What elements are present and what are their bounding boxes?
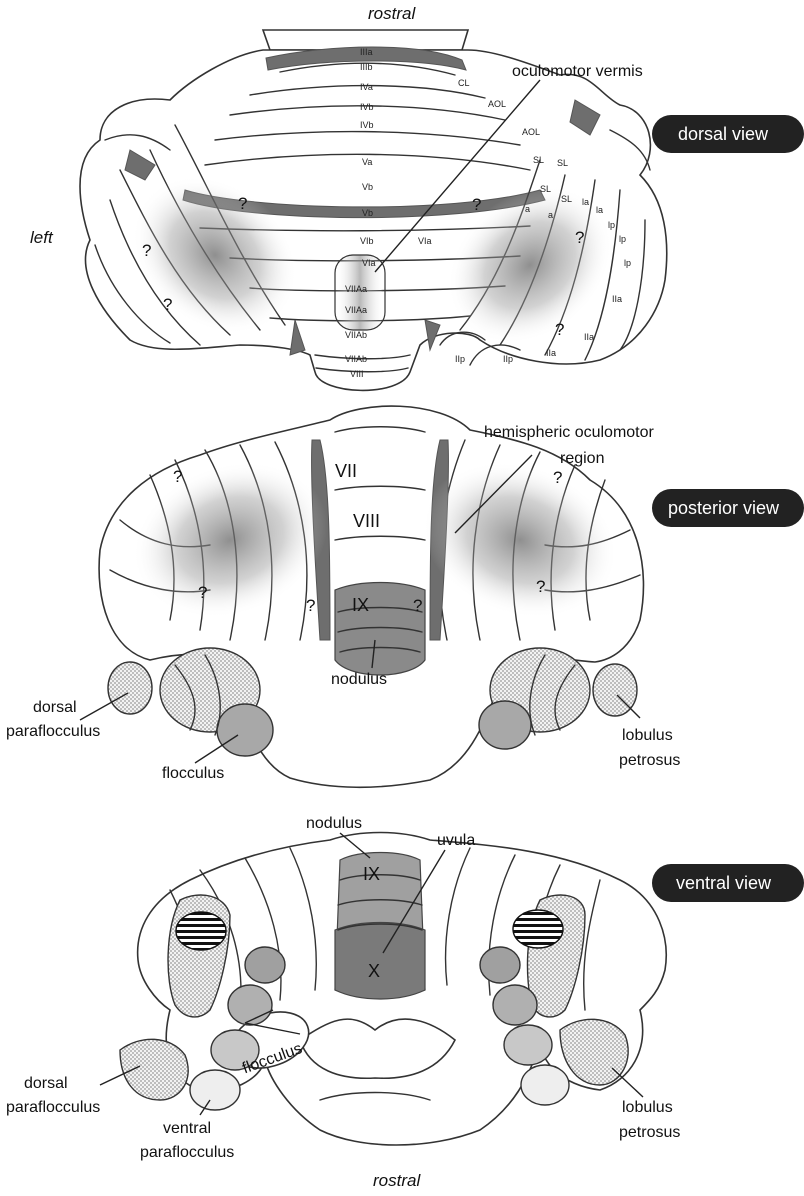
left-striped-oval: [176, 912, 226, 950]
dorsal-labels-VIIAb-1-label: VIIAb: [345, 330, 367, 340]
dorsal-labels-VIIAa-1-label: VIIAa: [345, 284, 367, 294]
posterior-labels-nodulus-label: nodulus: [331, 671, 387, 688]
posterior-labels-question-label: ?: [553, 468, 562, 487]
posterior-labels-petrosus-label: petrosus: [619, 752, 680, 769]
dorsal-labels-SL-3-label: SL: [540, 184, 551, 194]
dorsal-labels-la-2-label: la: [596, 205, 603, 215]
dorsal-labels-question-label: ?: [472, 195, 481, 214]
dorsal-labels-lp-1-label: lp: [608, 220, 615, 230]
dorsal-labels-question-label: ?: [238, 194, 247, 213]
posterior-labels-flocculus-label: flocculus: [162, 765, 224, 782]
right-striped-oval: [513, 910, 563, 948]
views-dorsal-label: dorsal view: [678, 124, 769, 144]
dorsal-labels-IIa-2-label: IIa: [584, 332, 594, 342]
dorsal-labels-AOL-2-label: AOL: [522, 127, 540, 137]
posterior-labels-question-label: ?: [413, 596, 422, 615]
dorsal-labels-IVb-2-label: IVb: [360, 120, 374, 130]
dorsal-labels-VIa-2-label: VIa: [418, 236, 432, 246]
dorsal-labels-Vb-2-label: Vb: [362, 208, 373, 218]
dorsal-labels-CL-label: CL: [458, 78, 470, 88]
ventral-labels-X-label: X: [368, 961, 380, 981]
dorsal-labels-AOL-1-label: AOL: [488, 99, 506, 109]
views-posterior-label: posterior view: [668, 498, 780, 518]
posterior-labels-question-label: ?: [306, 596, 315, 615]
ventral-labels-uvula-label: uvula: [437, 832, 475, 849]
dorsal-labels-lp-2-label: lp: [619, 234, 626, 244]
dorsal-labels-SL-4-label: SL: [561, 194, 572, 204]
posterior-view-diagram: VII VIII IX ? ? ? ? ? ? hemispheric ocul…: [6, 406, 804, 787]
dorsal-labels-VIa-1-label: VIa: [362, 258, 376, 268]
rostral-top-label: rostral: [368, 4, 416, 23]
dorsal-labels-IIp-2-label: IIp: [503, 354, 513, 364]
dorsal-labels-VIIAb-2-label: VIIAb: [345, 354, 367, 364]
dorsal-labels-IIIa-label: IIIa: [360, 47, 373, 57]
views-ventral-label: ventral view: [676, 873, 772, 893]
dorsal-labels-question-label: ?: [163, 295, 172, 314]
ventral-view-pill: ventral view: [652, 864, 804, 902]
posterior-labels-dorsal-label: dorsal: [33, 699, 77, 716]
posterior-labels-region-label: region: [560, 450, 604, 467]
dorsal-labels-IIa-3-label: IIa: [546, 348, 556, 358]
dorsal-labels-IVa-label: IVa: [360, 82, 373, 92]
dorsal-labels-IVb-1-label: IVb: [360, 102, 374, 112]
ventral-labels-paraflocculus-label: paraflocculus: [6, 1099, 100, 1116]
posterior-labels-paraflocculus-label: paraflocculus: [6, 723, 100, 740]
ventral-labels-nodulus-label: nodulus: [306, 815, 362, 832]
dorsal-labels-la-1-label: la: [582, 197, 589, 207]
dorsal-view-diagram: rostral left: [30, 4, 804, 390]
dorsal-labels-question-label: ?: [555, 320, 564, 339]
ventral-labels-paraflocculus-label: paraflocculus: [140, 1144, 234, 1161]
nodulus-region: [335, 583, 425, 676]
dorsal-labels-VIb-label: VIb: [360, 236, 374, 246]
rostral-bottom-label: rostral: [373, 1171, 421, 1190]
posterior-labels-question-label: ?: [536, 577, 545, 596]
posterior-labels-hemispheric-label: hemispheric oculomotor: [484, 424, 655, 441]
dorsal-labels-lp-3-label: lp: [624, 258, 631, 268]
dorsal-labels-IIIb-label: IIIb: [360, 62, 373, 72]
ventral-labels-petrosus-label: petrosus: [619, 1124, 680, 1141]
posterior-labels-question-label: ?: [198, 583, 207, 602]
oculomotor-vermis-label: oculomotor vermis: [512, 63, 643, 80]
ventral-view-diagram: nodulus IX uvula X flocculus dorsal para…: [6, 815, 804, 1190]
dorsal-labels-IIp-1-label: IIp: [455, 354, 465, 364]
left-flocculus-shape: [217, 704, 273, 756]
dorsal-view-pill: dorsal view: [652, 115, 804, 153]
dorsal-labels-VIII-label: VIII: [350, 369, 364, 379]
posterior-view-pill: posterior view: [652, 489, 804, 527]
ventral-labels-dorsal-label: dorsal: [24, 1075, 68, 1092]
posterior-labels-lobulus-label: lobulus: [622, 727, 673, 744]
posterior-labels-VII-label: VII: [335, 461, 357, 481]
dorsal-labels-question-label: ?: [142, 241, 151, 260]
dorsal-labels-VIIAa-2-label: VIIAa: [345, 305, 367, 315]
dorsal-labels-SL-1-label: SL: [533, 155, 544, 165]
left-label: left: [30, 228, 54, 247]
dorsal-labels-Va-label: Va: [362, 157, 372, 167]
dorsal-labels-question-label: ?: [575, 228, 584, 247]
posterior-labels-VIII-label: VIII: [353, 511, 380, 531]
posterior-labels-IX-label: IX: [352, 595, 369, 615]
dorsal-labels-a-1-label: a: [525, 204, 530, 214]
dorsal-labels-Vb-1-label: Vb: [362, 182, 373, 192]
ventral-labels-IX-label: IX: [363, 864, 380, 884]
right-flocculus-shape: [479, 701, 531, 749]
dorsal-labels-SL-2-label: SL: [557, 158, 568, 168]
ventral-labels-lobulus-label: lobulus: [622, 1099, 673, 1116]
posterior-labels-question-label: ?: [173, 467, 182, 486]
dorsal-labels-IIa-1-label: IIa: [612, 294, 622, 304]
ventral-labels-ventral-label: ventral: [163, 1120, 211, 1137]
dorsal-labels-a-2-label: a: [548, 210, 553, 220]
